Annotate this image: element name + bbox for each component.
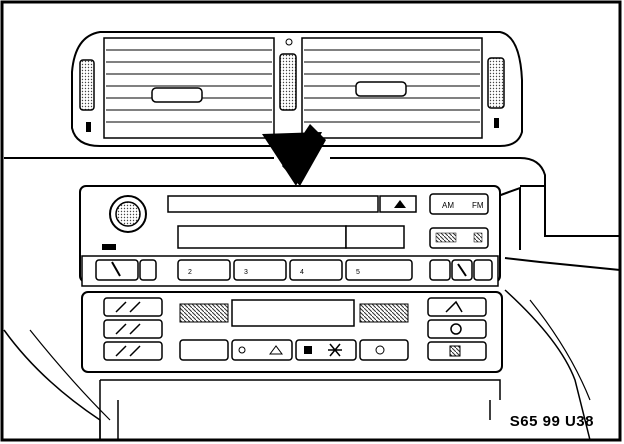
- preset-button-row: 2 3 4 5: [81, 255, 499, 287]
- radio-fm-label: FM: [472, 201, 484, 210]
- seek-button[interactable]: [139, 259, 157, 281]
- media-slot: [167, 195, 379, 213]
- climate-display: [231, 299, 355, 327]
- figure-caption: S65 99 U38: [509, 413, 594, 430]
- right-temperature-scale: [359, 303, 409, 323]
- fan-icon[interactable]: [231, 339, 293, 361]
- center-indicator: [285, 38, 293, 46]
- right-side-thumbwheel: [487, 57, 505, 109]
- preset-button-3[interactable]: [289, 259, 343, 281]
- radio-am-button[interactable]: [429, 193, 489, 215]
- right-control-button-1[interactable]: [429, 259, 451, 281]
- air-vent-assembly: [71, 31, 523, 147]
- defrost-icon[interactable]: [295, 339, 357, 361]
- right-control-button-3[interactable]: [473, 259, 493, 281]
- recirculation-icon[interactable]: [427, 297, 487, 317]
- climate-right-button-2[interactable]: [427, 319, 487, 339]
- preset-label-2: 3: [244, 269, 248, 276]
- preset-label-1: 2: [188, 269, 192, 276]
- preset-button-4[interactable]: [345, 259, 413, 281]
- radio-display-main: [177, 225, 347, 249]
- left-side-thumbwheel: [79, 59, 95, 111]
- right-vent-knob: [355, 81, 407, 97]
- left-temperature-scale: [179, 303, 229, 323]
- preset-label-3: 4: [300, 269, 304, 276]
- dashboard-outline: [3, 157, 621, 441]
- air-vent-icon[interactable]: [103, 297, 163, 317]
- radio-am-label: AM: [442, 201, 454, 210]
- arrow-icon: [262, 124, 326, 186]
- preset-button-2[interactable]: [233, 259, 287, 281]
- volume-knob-icon[interactable]: [109, 195, 147, 233]
- air-distribution-button-2[interactable]: [103, 319, 163, 339]
- climate-button-1[interactable]: [179, 339, 229, 361]
- preset-button-1[interactable]: [177, 259, 231, 281]
- air-distribution-button-3[interactable]: [103, 341, 163, 361]
- left-vent-knob: [151, 87, 203, 103]
- center-thumbwheel: [279, 53, 297, 111]
- climate-unit: [81, 291, 503, 373]
- radio-display-secondary: [345, 225, 405, 249]
- preset-label-4: 5: [356, 269, 360, 276]
